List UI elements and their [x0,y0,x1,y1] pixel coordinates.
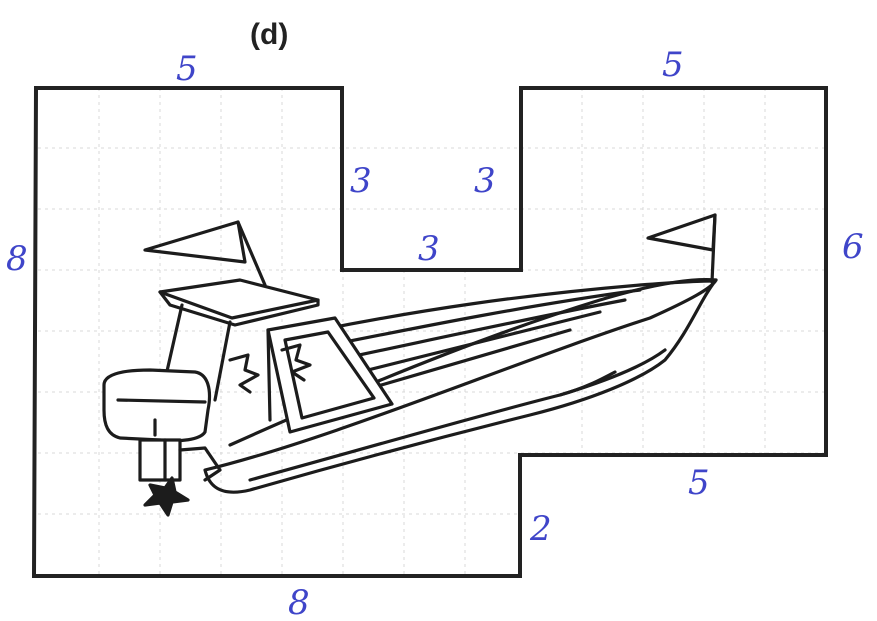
dimension-top-right: 5 [662,45,684,85]
dimension-inner-right: 3 [474,161,496,201]
dimension-top-left: 5 [176,49,198,89]
dimension-inner-left: 3 [350,161,372,201]
shape-outline [31,86,828,578]
dimension-step-vertical: 2 [529,509,552,549]
dimension-left: 8 [6,239,28,279]
dimension-step-bottom: 5 [688,463,710,503]
dimension-notch-bottom: 3 [418,229,440,269]
dimension-right: 6 [842,227,864,267]
dimension-bottom: 8 [288,583,310,621]
figure-label: (d) [250,18,288,51]
speedboat-drawing [102,213,718,517]
